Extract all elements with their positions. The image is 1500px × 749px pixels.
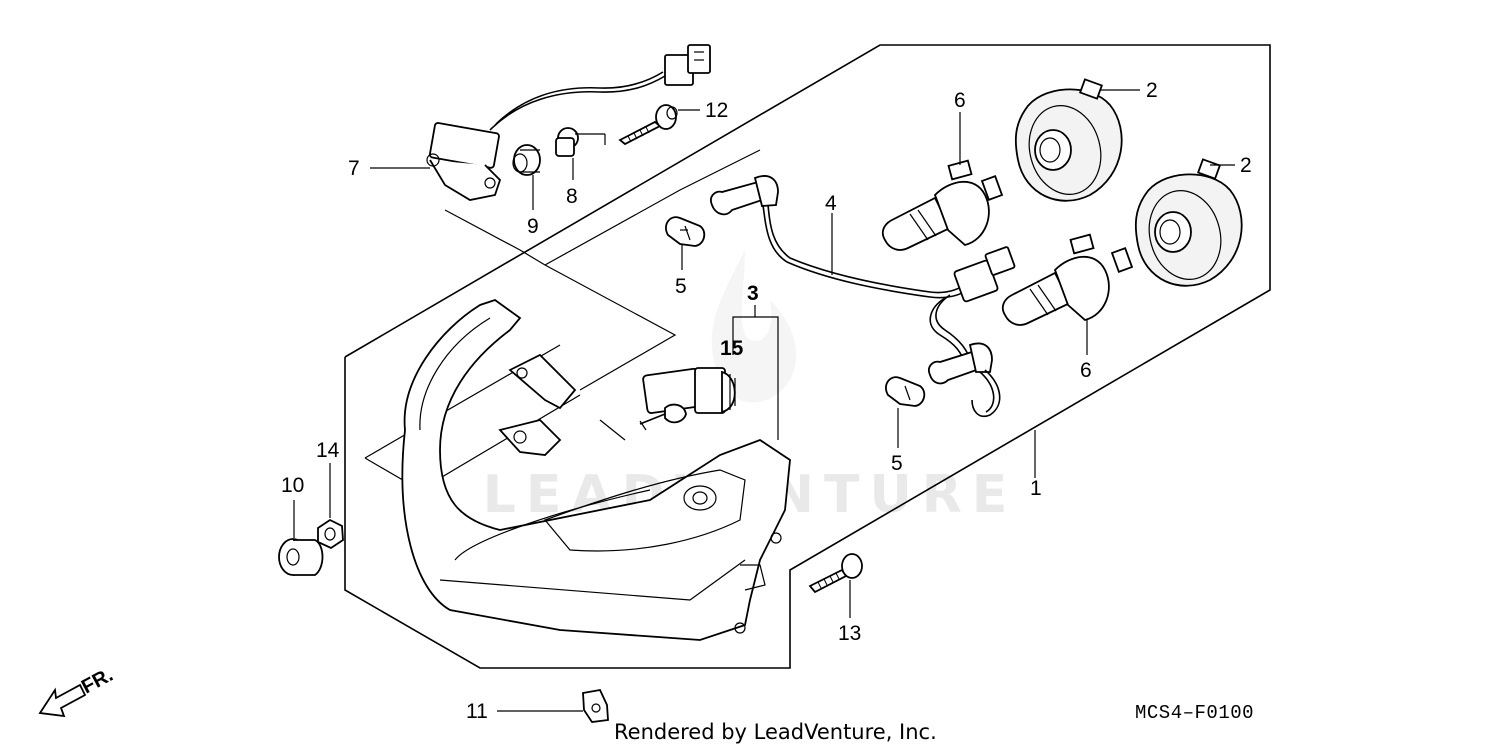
- part-8-collar: [555, 127, 606, 157]
- render-credit: Rendered by LeadVenture, Inc.: [614, 720, 937, 744]
- part-6-halogen-bulb-upper: [881, 159, 1004, 251]
- callout-5-upper: 5: [675, 275, 687, 298]
- watermark-flame-logo: [711, 250, 797, 403]
- callout-6-upper: 6: [954, 89, 966, 112]
- part-13-screw: [808, 553, 863, 594]
- leader-lines: [293, 89, 1235, 712]
- part-9-grommet: [512, 144, 541, 176]
- part-11-clip: [582, 688, 609, 723]
- callout-5-lower: 5: [891, 452, 903, 475]
- part-6-halogen-bulb-lower: [1001, 233, 1134, 326]
- part-4-socket-harness: [710, 175, 1016, 418]
- callout-10: 10: [281, 474, 304, 497]
- part-3-actuator: [639, 367, 736, 431]
- callout-15: 15: [720, 337, 744, 360]
- callout-8: 8: [566, 185, 578, 208]
- callout-9: 9: [527, 215, 539, 238]
- callout-4: 4: [825, 192, 837, 215]
- callout-13: 13: [838, 622, 861, 645]
- callout-1: 1: [1030, 477, 1042, 500]
- callout-6-lower: 6: [1080, 359, 1092, 382]
- headlight-housing: [401, 299, 791, 641]
- callout-2-lower: 2: [1240, 154, 1252, 177]
- part-2-dust-cover-upper: [1014, 78, 1123, 202]
- callout-7: 7: [348, 157, 360, 180]
- callout-14: 14: [316, 439, 340, 462]
- part-5-bulb-lower: [885, 376, 926, 407]
- callout-labels: 1 2 2 3 4 5 5 6 6 7 8 9 10 11 12 13 14 1…: [281, 79, 1252, 723]
- callout-3: 3: [747, 282, 759, 305]
- callout-12: 12: [705, 99, 728, 122]
- callout-11: 11: [466, 700, 488, 723]
- diagram-code: MCS4–F0100: [1135, 702, 1254, 724]
- part-2-dust-cover-lower: [1134, 158, 1243, 287]
- front-direction-arrow: FR.: [38, 664, 117, 718]
- assembly-boundary: [344, 44, 1271, 669]
- callout-2-upper: 2: [1146, 79, 1158, 102]
- part-7-sub-harness: [426, 44, 711, 201]
- part-12-screw: [618, 104, 678, 146]
- part-14-nut: [317, 518, 344, 550]
- part-10-grommet: [278, 538, 324, 576]
- part-5-bulb-upper: [665, 216, 706, 247]
